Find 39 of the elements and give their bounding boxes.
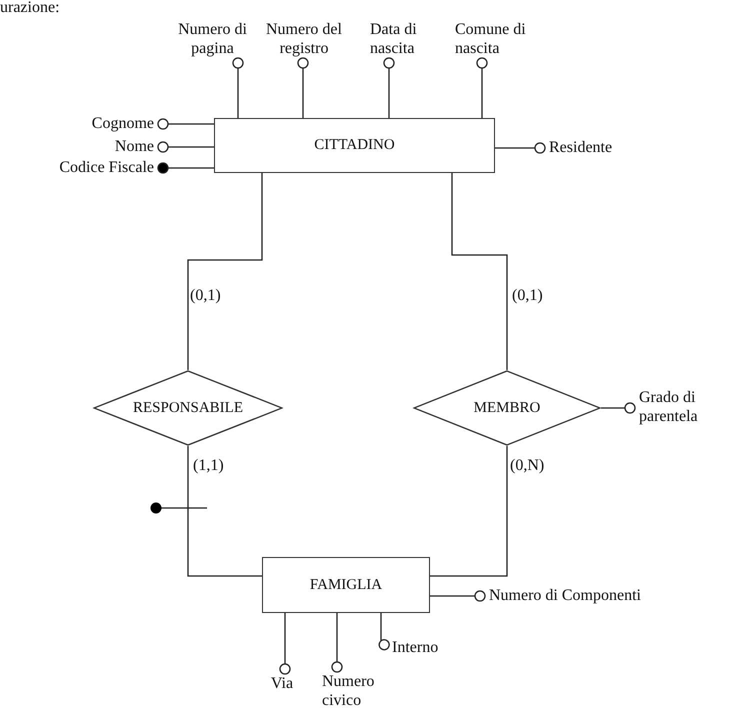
relationship-diamond: MEMBRO [413,370,601,446]
attribute-label: Numero di pagina [175,8,250,58]
attribute-label: Cognome [40,114,158,134]
identifier-attribute-label: Codice Fiscale [4,158,158,178]
attribute-label: Data di nascita [370,8,432,58]
attribute-label: Grado di parentela [635,388,715,428]
relationship-line [187,446,262,577]
attribute-label: Residente [545,138,655,158]
attribute-connector [297,57,309,118]
attribute-connector [383,57,395,118]
attribute-connector [232,57,244,118]
relationship-diamond: RESPONSABILE [93,370,283,446]
attribute-label: Via [262,674,302,696]
cardinality-label: (1,1) [193,456,224,475]
relationship-line [187,173,263,370]
attribute-label: Numero civico [318,672,393,718]
attribute-label: Numero di Componenti [485,586,710,606]
attribute-connector [378,613,390,650]
cardinality-label: (0,1) [190,286,221,305]
relationship-line [451,173,508,370]
attribute-label: Nome [40,137,158,157]
attribute-connector [476,57,488,118]
attribute-connector [430,590,486,602]
attribute-connector [157,162,214,174]
attribute-connector [157,141,214,153]
cardinality-label: (0,N) [510,456,544,475]
attribute-connector [331,613,343,673]
attribute-label: Numero del registro [262,8,346,58]
attribute-connector [495,142,546,154]
entity-box: FAMIGLIA [262,557,430,613]
attribute-connector [279,613,291,675]
attribute-connector [601,402,636,414]
entity-box: CITTADINO [214,118,495,173]
attribute-label: Interno [388,638,463,658]
attribute-label: Comune di nascita [455,8,535,58]
caption-fragment: urazione: [0,0,60,17]
relationship-line [430,446,508,577]
cardinality-label: (0,1) [512,286,543,305]
attribute-connector [157,118,214,130]
